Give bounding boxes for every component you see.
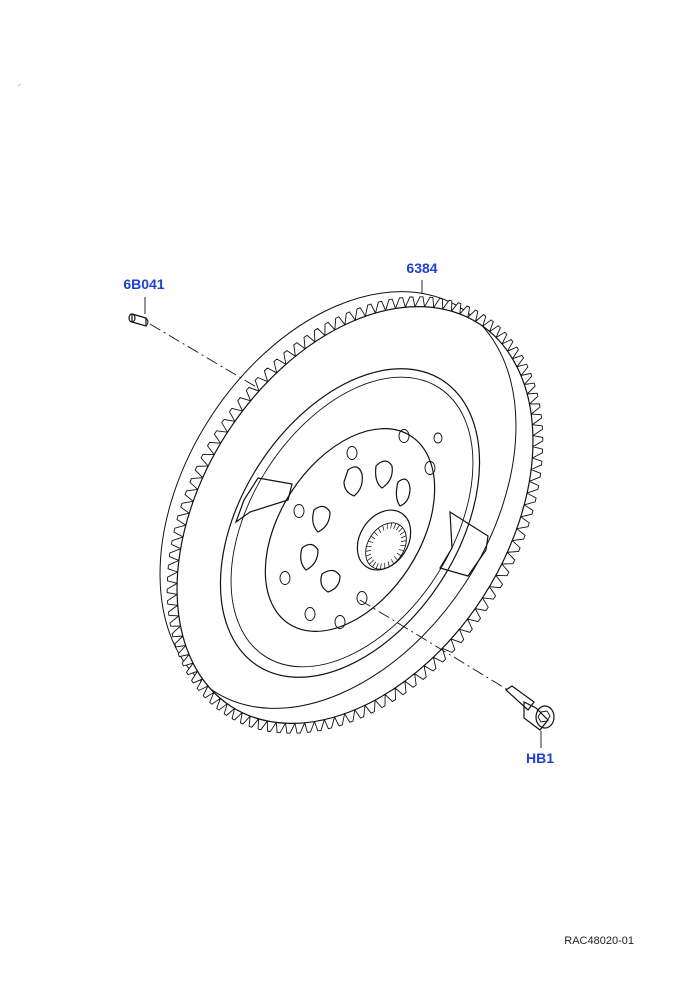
flywheel-bolt[interactable] bbox=[505, 685, 555, 731]
callout-HB1[interactable]: HB1 bbox=[526, 750, 554, 766]
face-slot-right bbox=[439, 510, 489, 577]
flywheel[interactable] bbox=[86, 226, 606, 789]
callout-6384[interactable]: 6384 bbox=[406, 260, 437, 276]
face-slot-left bbox=[234, 477, 293, 524]
mounting-holes bbox=[279, 429, 443, 629]
flywheel-friction-face bbox=[219, 368, 481, 678]
centerline-bolt bbox=[359, 599, 509, 691]
centerline-pin bbox=[149, 323, 259, 389]
hub-plate bbox=[264, 428, 436, 632]
flywheel-back-rim bbox=[159, 291, 517, 709]
flywheel-inner-step bbox=[230, 376, 474, 668]
bore-splines bbox=[365, 522, 407, 570]
flywheel-outer-rim bbox=[176, 306, 534, 724]
corner-mark bbox=[17, 83, 22, 87]
reference-code: RAC48020-01 bbox=[564, 935, 634, 947]
spline-lines bbox=[365, 522, 407, 570]
hub-windows bbox=[300, 460, 411, 593]
callout-6B041[interactable]: 6B041 bbox=[123, 276, 164, 292]
ring-gear-teeth bbox=[159, 291, 544, 734]
gear-tooth-ring bbox=[166, 296, 544, 734]
dowel-pin[interactable] bbox=[128, 313, 149, 327]
splined-bore-outer bbox=[356, 509, 412, 571]
